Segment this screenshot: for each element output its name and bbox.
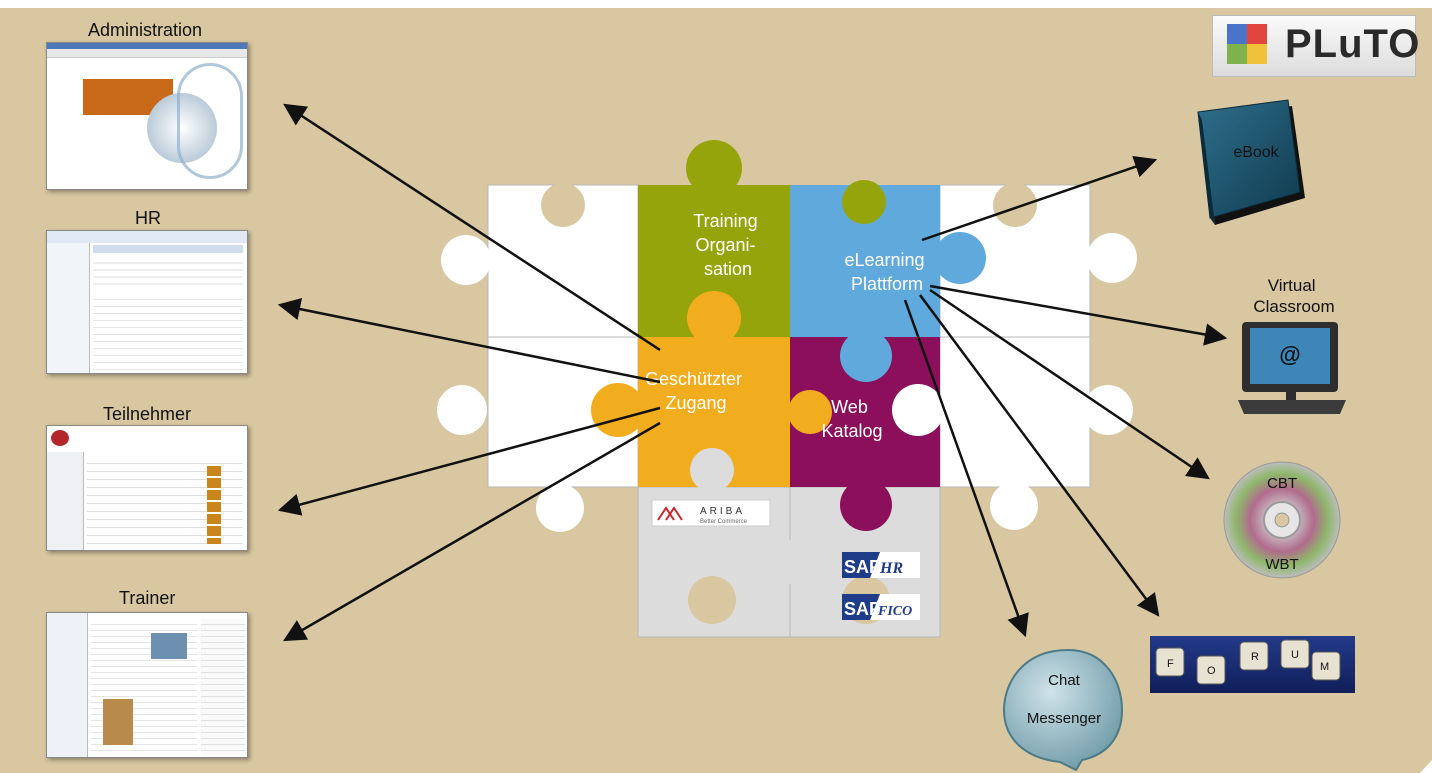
ariba-logo: ARIBA Better Commerce [651, 499, 771, 527]
arrows-left [277, 103, 661, 642]
label-teilnehmer: Teilnehmer [103, 404, 192, 424]
label-administration: Administration [88, 20, 203, 40]
arrow-to-administration [283, 103, 661, 352]
ebook-icon: eBook [1197, 99, 1305, 225]
forum-letter-f: F [1167, 658, 1174, 670]
thumb-administration [46, 42, 248, 190]
puzzle-piece-zugang [591, 291, 790, 492]
puzzle-label-training: Training Organi- sation [693, 211, 762, 279]
arrow-to-ebook [921, 155, 1158, 242]
at-sign-label: @ [1279, 342, 1300, 367]
messenger-label: Messenger [1027, 710, 1101, 727]
svg-text:HR: HR [879, 560, 903, 577]
thumb-trainer [46, 612, 248, 758]
svg-text:Better Commerce: Better Commerce [700, 519, 748, 525]
chat-label: Chat [1048, 672, 1081, 689]
svg-text:SAP: SAP [844, 557, 881, 577]
puzzle-label-elearning: eLearning Plattform [844, 250, 929, 294]
label-trainer: Trainer [119, 588, 176, 608]
puzzle-label-katalog: Web Katalog [821, 397, 882, 441]
thumb-teilnehmer [46, 425, 248, 551]
puzzle-piece-katalog [788, 330, 944, 531]
cbt-label: CBT [1267, 475, 1297, 492]
sap-hr-logo: SAP HR [842, 552, 920, 578]
forum-icon: F O R U M [1150, 636, 1355, 693]
arrow-to-hr [277, 297, 661, 384]
computer-icon: @ [1238, 322, 1346, 414]
training-line-3: sation [704, 259, 752, 279]
svg-text:SAP: SAP [844, 599, 881, 619]
sap-fico-logo: SAP FICO [842, 594, 920, 620]
puzzle-label-zugang: Geschützter Zugang [645, 369, 747, 413]
arrow-to-trainer [283, 421, 661, 642]
arrows-right [903, 155, 1228, 638]
ebook-label: eBook [1233, 144, 1279, 161]
training-line-1: Training [693, 211, 757, 231]
arrow-to-teilnehmer [277, 406, 661, 516]
pluto-logo-text: PLuTO [1285, 22, 1421, 66]
arrow-to-virtual-classroom [929, 284, 1228, 346]
cd-icon: CBT WBT [1223, 461, 1341, 579]
svg-text:FICO: FICO [877, 604, 912, 619]
forum-letter-o: O [1207, 665, 1216, 677]
pluto-logo: PLuTO [1212, 15, 1419, 77]
thumb-hr [46, 230, 248, 374]
arrow-to-chat [903, 299, 1029, 638]
pluto-puzzle-icon [1227, 24, 1267, 64]
wbt-label: WBT [1265, 556, 1298, 573]
forum-keys [1155, 639, 1341, 685]
forum-letter-u: U [1291, 649, 1299, 661]
virtual-classroom-label: Virtual Classroom [1253, 276, 1334, 316]
arrow-to-forum [918, 294, 1160, 617]
arrow-to-cbt [929, 288, 1210, 480]
puzzle-piece-white-bottom-right [939, 336, 1091, 488]
chat-bubble-icon: Chat Messenger [1002, 648, 1124, 772]
forum-letter-r: R [1251, 651, 1259, 663]
label-hr: HR [135, 208, 161, 228]
training-line-2: Organi- [695, 235, 755, 255]
forum-letter-m: M [1320, 661, 1329, 673]
svg-text:ARIBA: ARIBA [700, 506, 745, 517]
